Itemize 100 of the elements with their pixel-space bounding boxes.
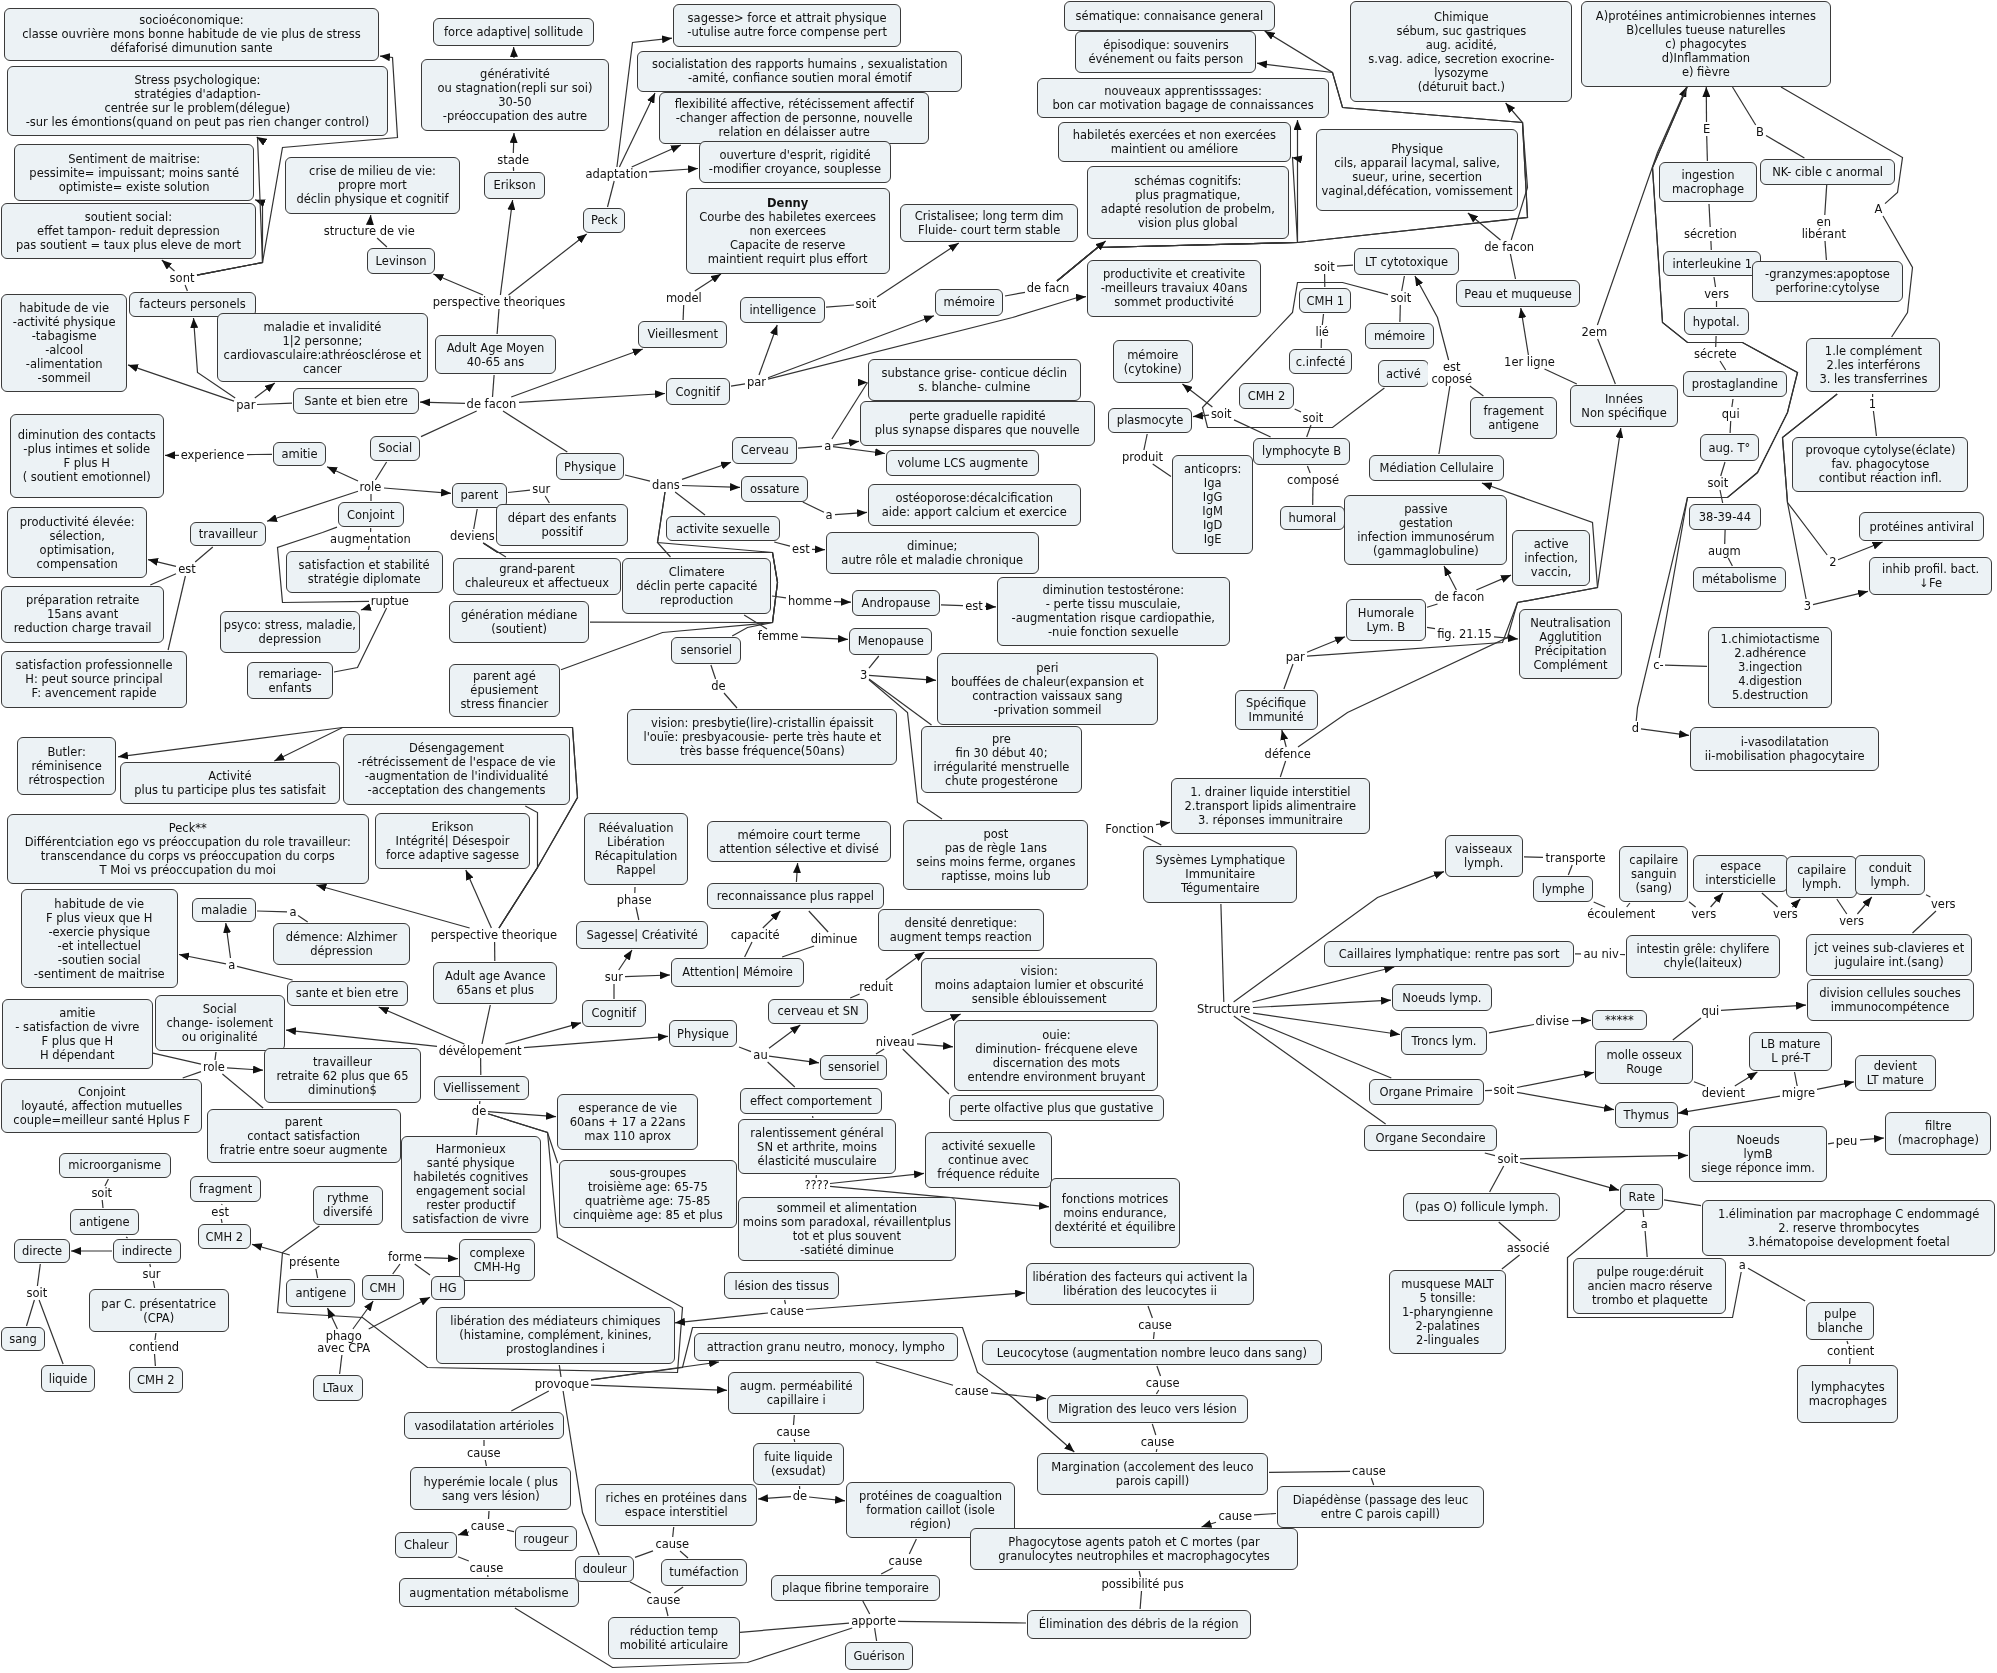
linking-phrase: sécrete (1693, 348, 1738, 361)
arrow (432, 273, 484, 296)
concept-text: libération des facteurs qui activent la libération des leucocytes ii (1031, 1270, 1249, 1299)
connector-line (849, 993, 861, 999)
linking-phrase: cause (465, 1447, 502, 1460)
concept-text: A)protéines antimicrobiennes internes (1594, 8, 1817, 23)
concept-box (436, 1306, 675, 1364)
linking-phrase: peu (1834, 1135, 1859, 1148)
connector-line (875, 1048, 885, 1055)
arrow (1519, 1161, 1620, 1192)
concept-text: espace intersticielle (1704, 859, 1777, 888)
connector-line (1484, 1089, 1493, 1092)
concept-box (1, 585, 165, 644)
connector-line (194, 546, 214, 563)
linking-phrase: soit (1496, 1152, 1520, 1165)
concept-text: Social (377, 441, 414, 456)
arrow (805, 1289, 1026, 1311)
concept-text: Physique (563, 459, 617, 474)
connector-line (487, 1510, 490, 1520)
concept-text: force adaptive| sollitude (442, 24, 585, 39)
linking-phrase: soit (854, 298, 878, 311)
concept-box (738, 1119, 897, 1175)
concept-text: 30-50 (498, 94, 532, 109)
connector-line (457, 1556, 470, 1562)
concept-text: moins som paradoxal, révaillentplus tot et plus souvent (741, 1215, 952, 1243)
linking-phrase: Fonction (1104, 823, 1156, 836)
concept-box (1, 202, 256, 259)
concept-text: activite sexuelle (675, 521, 771, 536)
concept-text: ii-mobilisation phagocytaire (1703, 748, 1866, 763)
concept-text: habitude de vie (53, 896, 146, 911)
concept-text: chaleureux et affectueux (463, 576, 610, 591)
concept-box (1625, 934, 1781, 979)
concept-text: (déturuit bact.) (1416, 79, 1506, 94)
arrow (885, 951, 925, 981)
concept-text: musquese MALT (1400, 1276, 1495, 1291)
linking-phrase: cause (1144, 1377, 1181, 1390)
concept-text: -exercie physique (47, 924, 151, 939)
connector-line (1642, 1209, 1645, 1218)
concept-text: dépression (309, 944, 374, 959)
concept-text: Andropause (860, 596, 932, 611)
connector-line (1142, 835, 1162, 846)
arrow (1056, 240, 1107, 282)
connector-line (874, 1627, 878, 1642)
linking-phrase: fig. 21.15 (1436, 628, 1493, 641)
concept-box (671, 957, 804, 987)
connector-line (1279, 760, 1287, 778)
concept-text: peri (1035, 661, 1060, 675)
arrow (266, 490, 359, 522)
concept-text: Cristalisee; long term dim (913, 208, 1065, 223)
connector-line (682, 304, 685, 321)
concept-text: Innées (1603, 391, 1645, 406)
concept-box (433, 17, 594, 46)
concept-text: Courbe des habiletes exercees non exercees (698, 210, 878, 239)
connector-line (367, 545, 370, 551)
concept-text: santé physique (425, 1156, 516, 1171)
concept-text: densité denretique: (903, 916, 1019, 931)
concept-box (1806, 933, 1973, 976)
concept-text: conduit lymph. (1867, 860, 1913, 889)
concept-text: active (1532, 536, 1570, 551)
connector-line (773, 541, 791, 547)
arrow (178, 952, 227, 965)
arrow (758, 324, 778, 376)
concept-text: Fluide- court term stable (917, 222, 1062, 237)
concept-text: H dépendant (39, 1047, 116, 1062)
concept-box (395, 1532, 458, 1558)
concept-box (1368, 1078, 1484, 1106)
arrow (681, 483, 741, 492)
concept-text: diminution des contacts (16, 427, 157, 442)
arrow (694, 273, 722, 292)
concept-box (434, 1076, 529, 1101)
concept-box (1075, 30, 1257, 73)
concept-text: Caillaires lymphatique: rentre pas sort (1337, 946, 1561, 961)
concept-text: -modifier croyance, souplesse (707, 162, 883, 177)
connector-line (862, 1600, 871, 1615)
connector-line (1574, 953, 1582, 955)
connector-line (182, 1071, 202, 1079)
connector-line (491, 374, 495, 398)
arrow (618, 949, 633, 971)
connector-line (1724, 529, 1726, 545)
linking-phrase: est (791, 542, 811, 555)
connector-line (868, 678, 933, 726)
concept-box (732, 436, 798, 464)
concept-box (366, 248, 436, 274)
arrow (509, 46, 518, 59)
concept-text: vision plus global (1137, 216, 1239, 231)
concept-text: Noeuds (1735, 1132, 1781, 1147)
concept-box (693, 1333, 958, 1362)
arrow (1155, 820, 1171, 828)
concept-box (1, 650, 188, 709)
concept-text: capilaire lymph. (1796, 862, 1848, 891)
arrow (383, 487, 452, 497)
connector-line (673, 1586, 684, 1594)
concept-text: satisfaction de vivre (411, 1212, 530, 1227)
connector-line (414, 1263, 431, 1276)
concept-text: Adult Age Moyen (445, 340, 546, 355)
connector-line (1793, 1071, 1798, 1087)
connector-line (1731, 86, 1757, 126)
concept-text: propre mort (337, 178, 408, 193)
concept-text: Spécifique (1245, 696, 1308, 710)
arrow (616, 35, 673, 168)
